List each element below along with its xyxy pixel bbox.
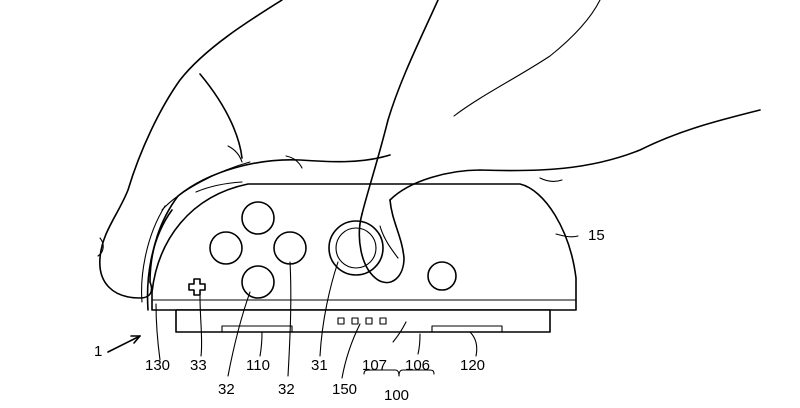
label-110: 110 xyxy=(246,357,270,374)
label-107: 107 xyxy=(362,357,387,374)
button-top xyxy=(241,201,275,235)
connector-110 xyxy=(221,325,293,333)
hand-outline xyxy=(97,0,761,299)
label-31: 31 xyxy=(311,357,328,374)
button-left xyxy=(209,231,243,265)
label-150: 150 xyxy=(332,381,357,398)
indicator-led-1 xyxy=(337,317,345,325)
face-buttons xyxy=(209,201,457,299)
label-100: 100 xyxy=(384,387,409,404)
label-32-right: 32 xyxy=(278,381,295,398)
label-32-left: 32 xyxy=(218,381,235,398)
bottom-rail xyxy=(175,309,551,333)
indicator-led-3 xyxy=(365,317,373,325)
button-right xyxy=(273,231,307,265)
label-33: 33 xyxy=(190,357,207,374)
reference-labels: 1 15 130 33 32 110 32 31 150 107 106 100… xyxy=(94,227,605,404)
label-120: 120 xyxy=(460,357,485,374)
plus-button-icon xyxy=(188,278,206,296)
label-1: 1 xyxy=(94,343,102,360)
label-15: 15 xyxy=(588,227,605,244)
leader-lines xyxy=(107,233,579,379)
button-bottom xyxy=(241,265,275,299)
label-130: 130 xyxy=(145,357,170,374)
indicator-led-4 xyxy=(379,317,387,325)
label-106: 106 xyxy=(405,357,430,374)
analog-stick xyxy=(328,220,384,276)
indicator-led-2 xyxy=(351,317,359,325)
connector-120 xyxy=(431,325,503,333)
button-small xyxy=(427,261,457,291)
